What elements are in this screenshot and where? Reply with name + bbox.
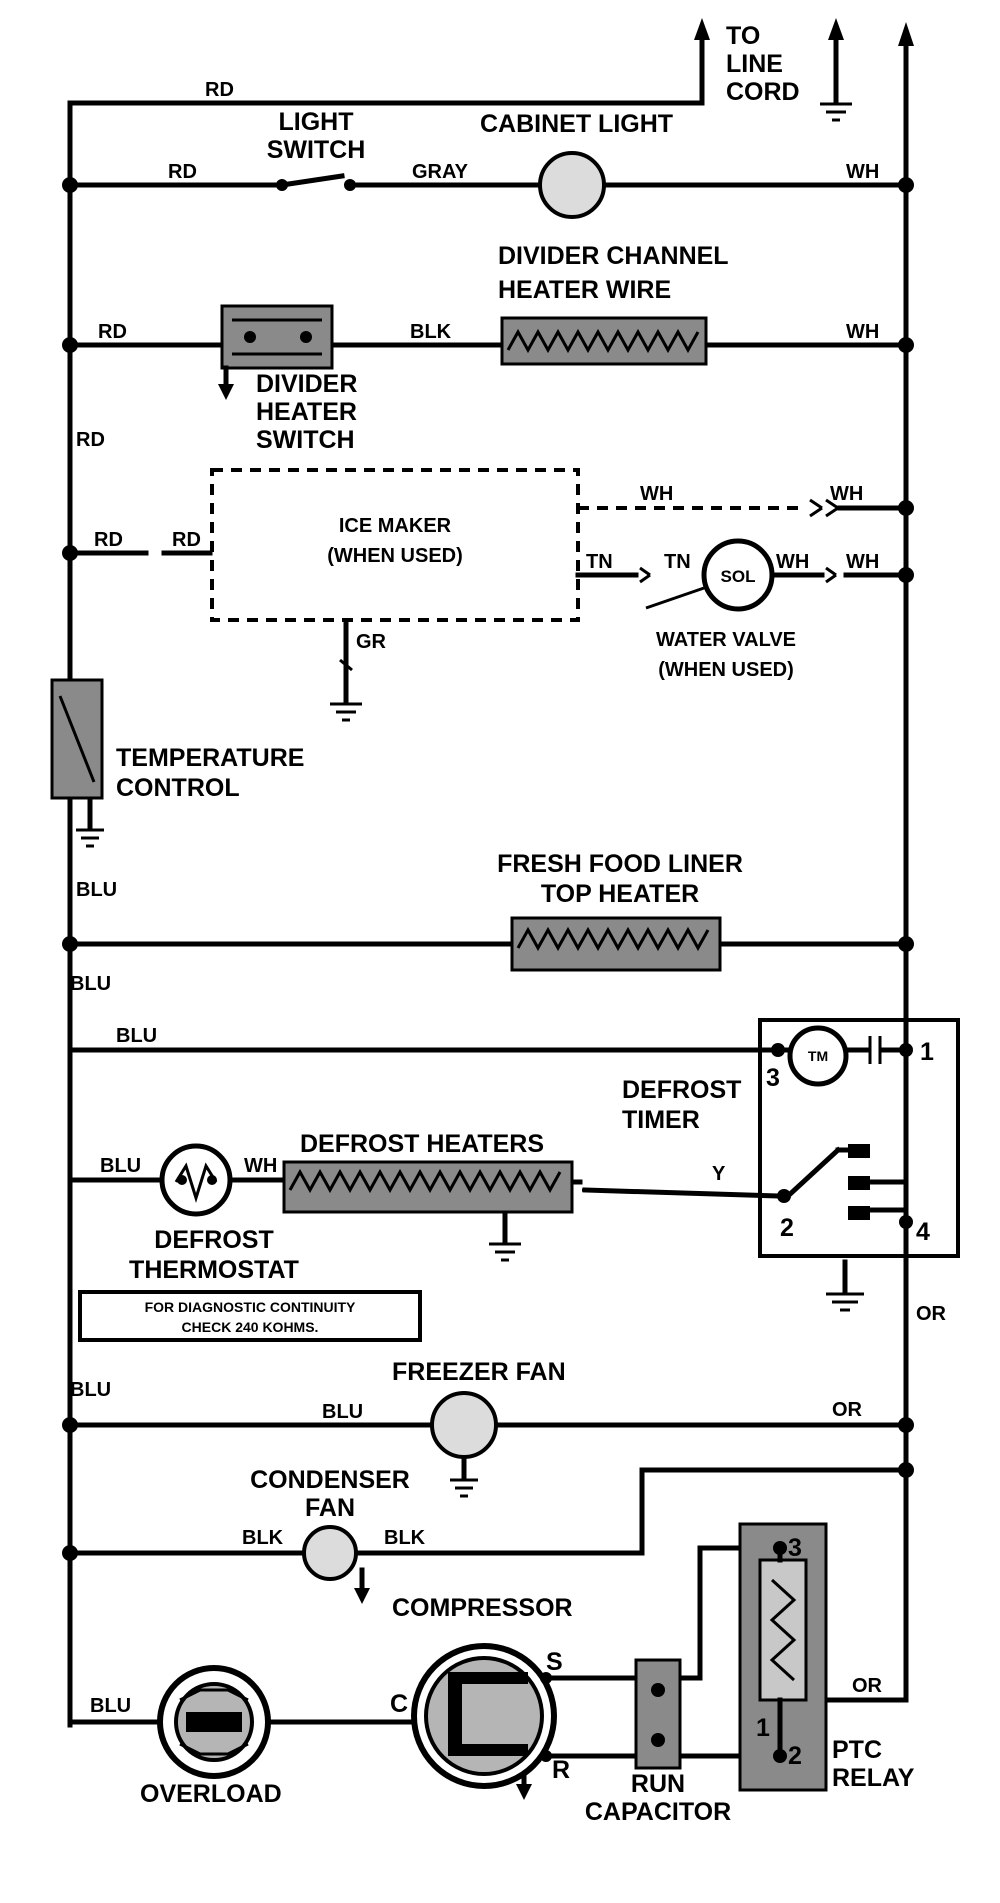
- timer-terminal-1: 1: [920, 1038, 934, 1066]
- condenser-fan-motor: [302, 1525, 358, 1581]
- wire-label-blu-7: BLU: [90, 1695, 131, 1717]
- wire-label-wh-light: WH: [846, 161, 879, 183]
- wire-label-or-timer: OR: [916, 1303, 947, 1325]
- freezer-fan-label: FREEZER FAN: [392, 1358, 566, 1386]
- wire-label-y: Y: [712, 1163, 726, 1185]
- compressor: [411, 1643, 557, 1789]
- wire-label-tn-2: TN: [664, 551, 691, 573]
- water-valve-label: WATER VALVE(WHEN USED): [656, 629, 796, 681]
- timer-terminal-4: 4: [916, 1218, 930, 1246]
- run-capacitor: [634, 1658, 682, 1770]
- line-cord-wire: [67, 27, 705, 106]
- diagnostic-note-box: [78, 1290, 422, 1342]
- wire-label-gray: GRAY: [412, 161, 469, 183]
- wire-label-blk-cond-2: BLK: [384, 1527, 426, 1549]
- timer-motor-label: TM: [808, 1048, 828, 1064]
- freezer-fan-motor: [430, 1391, 498, 1459]
- wire-label-rd-ice-1: RD: [94, 529, 123, 551]
- overload-label: OVERLOAD: [140, 1780, 282, 1808]
- junctions: [62, 177, 914, 1561]
- timer-terminal-3: 3: [766, 1064, 780, 1092]
- wire-label-blk-divider: BLK: [410, 321, 452, 343]
- temperature-control: [50, 678, 104, 800]
- cabinet-light-bulb: [538, 151, 606, 219]
- divider-channel-heater-wire: [500, 316, 708, 366]
- overload: [157, 1665, 271, 1779]
- ptc-terminal-3: 3: [788, 1534, 802, 1562]
- wire-label-wh-thermostat: WH: [244, 1155, 277, 1177]
- defrost-heaters: [282, 1160, 574, 1214]
- compressor-terminal-c: C: [390, 1690, 408, 1718]
- wire-label-blu-2: BLU: [70, 973, 111, 995]
- wire-label-gr: GR: [356, 631, 387, 653]
- water-valve-coil-label: SOL: [721, 567, 756, 586]
- wire-label-wh-ice: WH: [640, 483, 673, 505]
- wire-label-blu-3: BLU: [116, 1025, 157, 1047]
- wire-label-blk-cond-1: BLK: [242, 1527, 284, 1549]
- wire-label-blu-4: BLU: [100, 1155, 141, 1177]
- wire-label-rd-divider: RD: [98, 321, 127, 343]
- defrost-thermostat: [159, 1143, 233, 1217]
- defrost-heaters-label: DEFROST HEATERS: [300, 1130, 544, 1158]
- compressor-terminal-s: S: [546, 1648, 563, 1676]
- divider-heater-switch: [218, 304, 334, 400]
- ice-maker-box: [210, 468, 580, 622]
- wire-label-wh-valve-right: WH: [846, 551, 879, 573]
- ptc-terminal-1: 1: [756, 1714, 770, 1742]
- wire-label-blu-5: BLU: [70, 1379, 111, 1401]
- wire-label-rd-top: RD: [205, 79, 234, 101]
- wire-label-blu-6: BLU: [322, 1401, 363, 1423]
- compressor-label: COMPRESSOR: [392, 1594, 573, 1622]
- cabinet-light-label: CABINET LIGHT: [480, 110, 673, 138]
- timer-terminal-2: 2: [780, 1214, 794, 1242]
- ptc-terminal-2: 2: [788, 1742, 802, 1770]
- compressor-terminal-r: R: [552, 1756, 570, 1784]
- ptc-relay: [738, 1522, 828, 1792]
- defrost-timer-box: [758, 1018, 960, 1258]
- wire-label-or-ptc: OR: [852, 1675, 883, 1697]
- water-valve: SOL: [701, 538, 775, 612]
- wire-label-rd-ice-2: RD: [172, 529, 201, 551]
- wire-label-blu-1: BLU: [76, 879, 117, 901]
- fresh-food-liner-top-heater: [510, 916, 722, 972]
- wire-label-tn-1: TN: [586, 551, 613, 573]
- wire-label-wh-ice-right: WH: [830, 483, 863, 505]
- timer-motor: TM: [787, 1025, 849, 1087]
- wire-label-or-fan: OR: [832, 1399, 863, 1421]
- wire-label-wh-valve: WH: [776, 551, 809, 573]
- wire-label-wh-divider: WH: [846, 321, 879, 343]
- wire-label-rd-light: RD: [168, 161, 197, 183]
- ice-maker-label: ICE MAKER(WHEN USED): [327, 515, 463, 567]
- wire-label-rd-left: RD: [76, 429, 105, 451]
- wires: [67, 18, 914, 1800]
